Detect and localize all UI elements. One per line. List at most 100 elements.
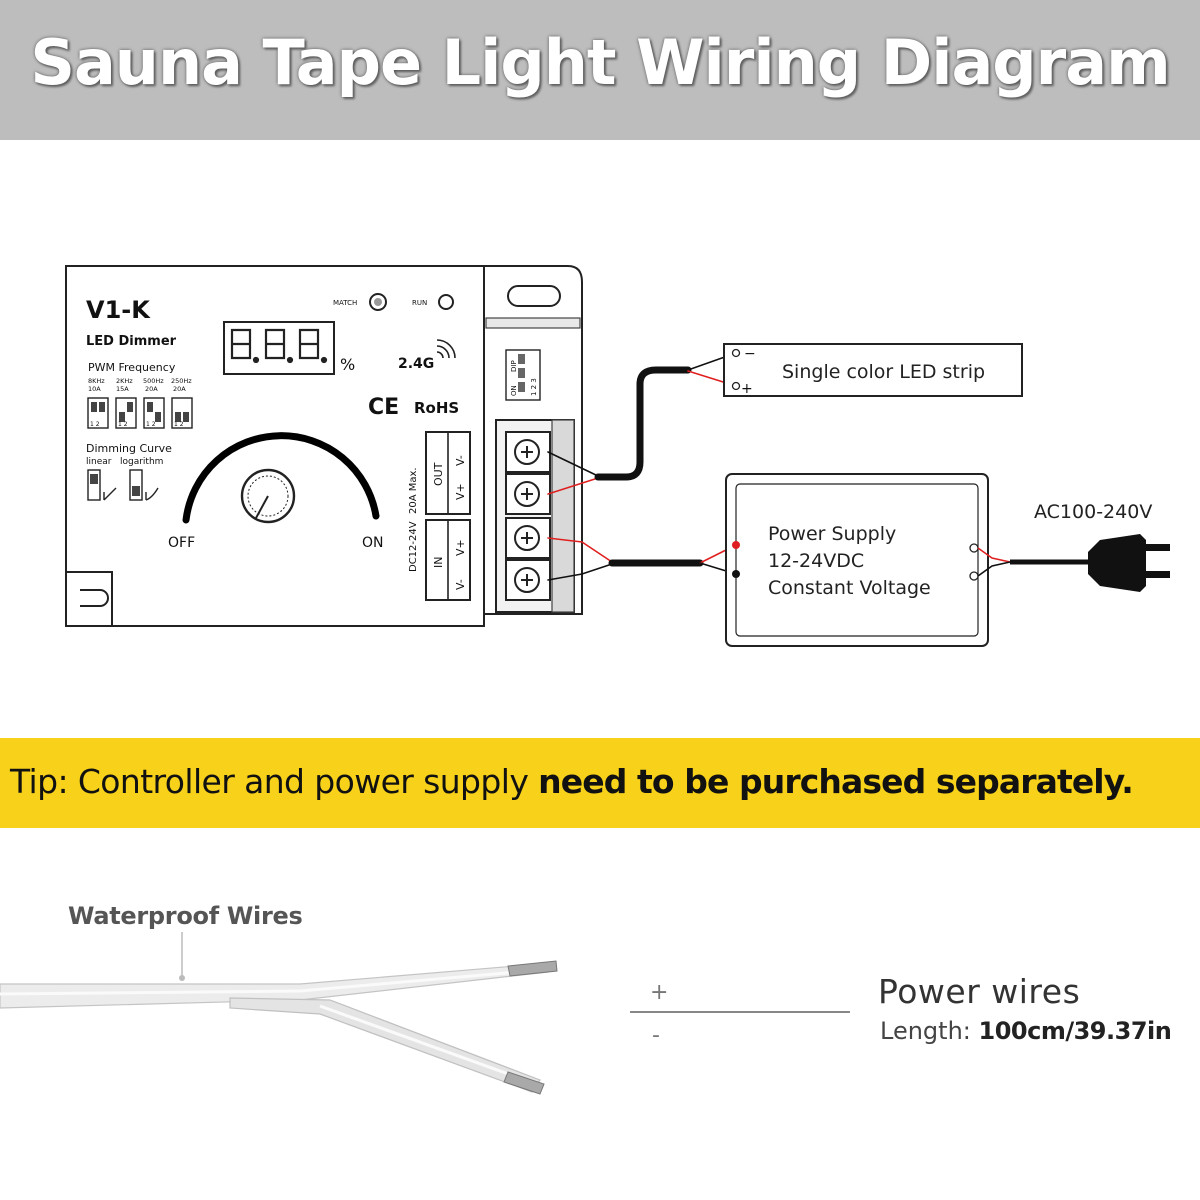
pwm-dip-num-1: 1 2 [90, 421, 100, 428]
screw-in-plus [514, 525, 540, 551]
log-curve-icon [145, 487, 159, 501]
controller-subtitle: LED Dimmer [86, 334, 177, 349]
curve-dip-knob-log [132, 486, 140, 496]
side-dip-numbers: 1 2 3 [530, 378, 538, 396]
psu-terminal-minus [732, 570, 740, 578]
in-label: IN [432, 557, 445, 568]
knob-grip [247, 475, 289, 517]
side-dip-3 [518, 382, 525, 392]
digit-3 [298, 328, 320, 360]
side-dip-dip: DIP [510, 360, 518, 372]
ac-plug: AC100-240V [977, 501, 1170, 592]
plug-body-icon [1088, 534, 1146, 592]
pwm-dip-num-2: 1 2 [118, 421, 128, 428]
ac-voltage-label: AC100-240V [1034, 501, 1152, 523]
plug-prong-1 [1146, 544, 1170, 551]
curve-dip-knob-linear [90, 474, 98, 484]
pwm-dip-knob-4b [183, 412, 189, 422]
psu-ac-terminal-1 [969, 543, 979, 553]
dial-off-label: OFF [168, 535, 195, 551]
psu-line1: Power Supply [768, 523, 896, 545]
pwm-freq-2: 2KHz [116, 377, 133, 385]
screw-cross-3 [521, 532, 533, 544]
pwm-amp-2: 15A [116, 385, 129, 393]
cable-to-strip [594, 366, 692, 481]
pwm-amp-3: 20A [145, 385, 158, 393]
psu-outer [725, 473, 989, 647]
psu-line2: 12-24VDC [768, 550, 864, 572]
wire-out-plus-lead [547, 477, 599, 495]
mount-ear-left [66, 571, 113, 626]
mount-hole-right [507, 285, 561, 307]
pwm-dip-knob-3b [155, 412, 161, 422]
dimmer-knob[interactable] [240, 468, 296, 524]
side-dip-2 [518, 368, 525, 378]
tip-normal: Tip: Controller and power supply [10, 762, 539, 801]
pwm-dip-knob-3a [147, 402, 153, 412]
pwm-label: PWM Frequency [88, 361, 176, 374]
tip-banner [0, 738, 1200, 828]
match-led-icon [369, 293, 387, 311]
wire-highlight-upper [0, 968, 541, 996]
screw-cross-1 [521, 446, 533, 458]
dial-on-label: ON [362, 535, 384, 551]
strip-label: Single color LED strip [782, 361, 985, 383]
pwm-dip-num-3: 1 2 [146, 421, 156, 428]
ce-mark: CE [368, 395, 399, 420]
display-percent: % [340, 355, 355, 374]
polarity-minus: - [652, 1023, 660, 1048]
plug-prong-2 [1146, 571, 1170, 578]
curve-linear-label: linear [86, 457, 112, 467]
strip-pad-plus [731, 381, 741, 391]
waterproof-wires: + - [0, 932, 850, 1095]
side-dip-1 [518, 354, 525, 364]
screw-out-minus [514, 439, 540, 465]
rohs-mark: RoHS [414, 399, 459, 417]
side-dip-on: ON [510, 385, 518, 396]
knob-pointer [255, 495, 269, 519]
pwm-dip-2khz [115, 397, 137, 429]
display-digits [230, 328, 328, 364]
curve-dip-log [129, 469, 143, 501]
digit-dot-1 [252, 356, 260, 364]
psu-ac-terminal-2 [969, 571, 979, 581]
psu-line3: Constant Voltage [768, 577, 931, 599]
pwm-dip-knob-1a [91, 402, 97, 412]
housing-rib-top [485, 317, 581, 329]
strip-minus-label: − [744, 346, 756, 362]
controller [65, 265, 583, 627]
digit-dot-3 [320, 356, 328, 364]
screw-cross-2 [521, 488, 533, 500]
curve-label: Dimming Curve [86, 442, 172, 455]
strip-plus-label: + [741, 381, 753, 397]
pwm-dip-8khz [87, 397, 109, 429]
screw-out-plus [514, 481, 540, 507]
screw-in-minus [514, 567, 540, 593]
tip-bold: need to be purchased separately. [538, 762, 1134, 801]
wire-in-minus-lead [547, 563, 613, 581]
waterproof-wires-label: Waterproof Wires [68, 902, 303, 930]
linear-curve-icon [103, 487, 117, 501]
pwm-freq-1: 8KHz [88, 377, 105, 385]
wireless-icon [436, 339, 456, 359]
controller-text: V1-K LED Dimmer % MATCH RUN 2.4G CE RoHS… [86, 296, 538, 590]
pwm-freq-4: 250Hz [171, 377, 192, 385]
pwm-dip-num-4: 1 2 [174, 421, 184, 428]
digit-1 [230, 328, 252, 360]
psu-terminal-plus [732, 541, 740, 549]
controller-model: V1-K [86, 296, 151, 324]
pwm-dip-250hz [171, 397, 193, 429]
wire-tip-lower [503, 1071, 545, 1095]
wire-length: Length: 100cm/39.37in [880, 1017, 1172, 1045]
controller-body [65, 265, 485, 627]
pwm-dip-knob-2a [119, 412, 125, 422]
tip-text: Tip: Controller and power supply need to… [10, 762, 1195, 801]
pwm-dip-knob-4a [175, 412, 181, 422]
digital-display [223, 321, 335, 375]
wire-length-label: Length: [880, 1017, 979, 1045]
in-v-plus: V+ [454, 539, 467, 556]
power-wires-title: Power wires [878, 972, 1081, 1011]
led-strip: − + Single color LED strip [723, 343, 1023, 397]
wire-jacket-lower [229, 997, 541, 1093]
terminal-rail [551, 419, 575, 613]
